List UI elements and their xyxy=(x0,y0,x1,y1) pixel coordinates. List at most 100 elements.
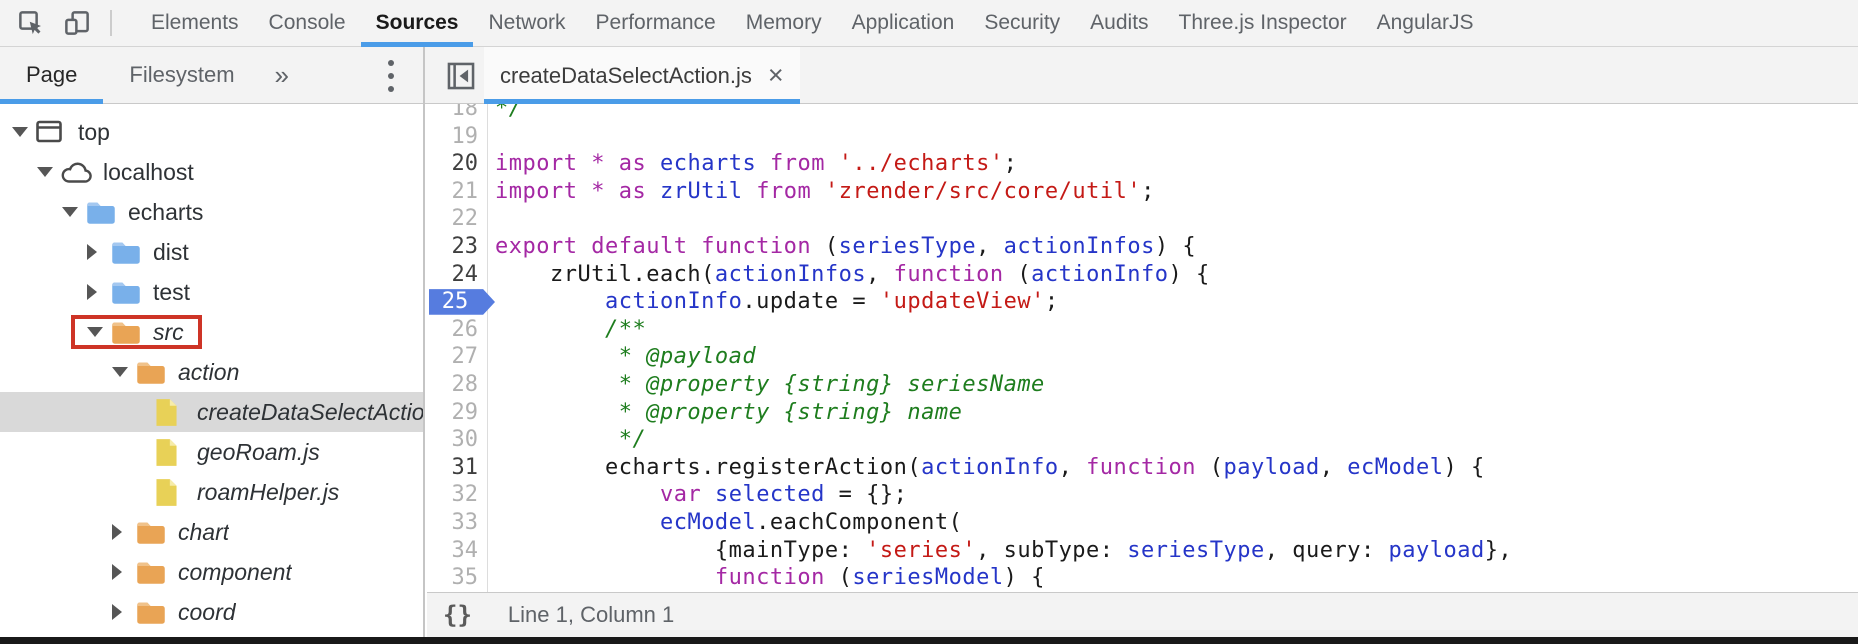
toolbar-tab-security[interactable]: Security xyxy=(984,11,1061,34)
editor-tab-label: createDataSelectAction.js xyxy=(500,62,752,88)
panel-subbar: Page Filesystem » createDataSelectAction… xyxy=(0,47,1858,104)
file-icon xyxy=(155,398,189,427)
pretty-print-button[interactable]: {} xyxy=(443,601,472,629)
code-line-24: zrUtil.each(actionInfos, function (actio… xyxy=(495,261,1210,287)
tree-item-createdataselectaction-js[interactable]: createDataSelectAction.js xyxy=(0,392,423,432)
line-number-33[interactable]: 33 xyxy=(451,509,479,535)
toolbar-tab-console[interactable]: Console xyxy=(268,11,346,34)
toolbar-tab-application[interactable]: Application xyxy=(851,11,955,34)
toolbar-tab-performance[interactable]: Performance xyxy=(595,11,716,34)
disclosure-down-icon[interactable] xyxy=(37,167,61,177)
line-number-29[interactable]: 29 xyxy=(451,399,479,425)
devtools-toolbar: Elements Console Sources Network Performance… xyxy=(0,0,1858,47)
tree-item-label: test xyxy=(153,278,191,305)
file-icon xyxy=(155,438,189,467)
line-number-18[interactable]: 18 xyxy=(451,104,479,121)
tree-item-top[interactable]: top xyxy=(0,112,423,152)
tab-page[interactable]: Page xyxy=(0,47,104,104)
disclosure-right-icon[interactable] xyxy=(112,564,136,580)
tree-item-test[interactable]: test xyxy=(0,272,423,312)
navigator-tabs: Page Filesystem » xyxy=(0,47,425,104)
line-number-25[interactable]: 25 xyxy=(427,288,495,316)
tab-filesystem[interactable]: Filesystem xyxy=(129,62,235,87)
line-number-23[interactable]: 23 xyxy=(451,233,479,259)
line-number-28[interactable]: 28 xyxy=(451,371,479,397)
disclosure-right-icon[interactable] xyxy=(112,524,136,540)
editor-statusbar: {} Line 1, Column 1 xyxy=(427,592,1858,637)
device-toolbar-icon[interactable] xyxy=(60,0,94,46)
line-number-32[interactable]: 32 xyxy=(451,482,479,508)
toolbar-tab-angularjs[interactable]: AngularJS xyxy=(1376,11,1474,34)
tree-item-label: chart xyxy=(178,518,230,545)
tree-item-label: echarts xyxy=(128,198,204,225)
kebab-menu-icon[interactable] xyxy=(387,60,395,92)
tree-item-label: createDataSelectAction.js xyxy=(197,398,425,425)
disclosure-down-icon[interactable] xyxy=(87,327,111,337)
folder-icon-blue xyxy=(111,280,145,305)
toolbar-tab-three-js-inspector[interactable]: Three.js Inspector xyxy=(1178,11,1347,34)
toolbar-tab-sources[interactable]: Sources xyxy=(360,0,474,47)
code-line-22 xyxy=(495,205,1858,233)
editor-tabbar: createDataSelectAction.js × xyxy=(427,47,1858,104)
tree-item-echarts[interactable]: echarts xyxy=(0,192,423,232)
tree-item-label: top xyxy=(78,118,110,145)
tree-item-component[interactable]: component xyxy=(0,552,423,592)
code-line-32: var selected = {}; xyxy=(659,482,908,508)
disclosure-down-icon[interactable] xyxy=(62,207,86,217)
close-icon[interactable]: × xyxy=(767,60,784,90)
more-tabs-chevron-icon[interactable]: » xyxy=(274,60,289,90)
tree-item-coord[interactable]: coord xyxy=(0,592,423,632)
folder-icon-orange xyxy=(111,320,145,345)
code-line-23: export default function (seriesType, act… xyxy=(495,233,1197,259)
code-line-35: function (seriesModel) { xyxy=(714,565,1045,591)
disclosure-right-icon[interactable] xyxy=(87,244,111,260)
tree-item-dist[interactable]: dist xyxy=(0,232,423,272)
disclosure-down-icon[interactable] xyxy=(12,127,36,137)
disclosure-right-icon[interactable] xyxy=(87,284,111,300)
toolbar-tab-memory[interactable]: Memory xyxy=(745,11,822,34)
tree-item-chart[interactable]: chart xyxy=(0,512,423,552)
code-line-26: /** xyxy=(495,316,647,342)
tree-item-label: action xyxy=(178,358,240,385)
code-line-30: */ xyxy=(495,427,647,453)
line-number-35[interactable]: 35 xyxy=(451,565,479,591)
tree-item-src[interactable]: src xyxy=(0,312,423,352)
file-tree: top localhost echarts dist test src action crea… xyxy=(0,104,423,632)
code-line-25: actionInfo.update = 'updateView'; xyxy=(604,289,1059,315)
toolbar-tab-network[interactable]: Network xyxy=(488,11,566,34)
tree-item-roamhelper-js[interactable]: roamHelper.js xyxy=(0,472,423,512)
tree-item-georoam-js[interactable]: geoRoam.js xyxy=(0,432,423,472)
line-number-26[interactable]: 26 xyxy=(451,316,479,342)
line-number-34[interactable]: 34 xyxy=(451,537,479,563)
line-number-19[interactable]: 19 xyxy=(451,123,479,149)
toolbar-tab-elements[interactable]: Elements xyxy=(151,11,239,34)
code-line-29: * @property {string} name xyxy=(495,399,963,425)
line-number-31[interactable]: 31 xyxy=(451,454,479,480)
tree-item-action[interactable]: action xyxy=(0,352,423,392)
line-number-30[interactable]: 30 xyxy=(451,427,479,453)
breakpoint-badge[interactable]: 25 xyxy=(429,289,495,315)
line-number-24[interactable]: 24 xyxy=(451,261,479,287)
code-line-21: import * as zrUtil from 'zrender/src/cor… xyxy=(495,178,1155,204)
code-column[interactable]: */import * as echarts from '../echarts';… xyxy=(488,104,1858,592)
line-number-22[interactable]: 22 xyxy=(451,206,479,232)
collapse-sidebar-icon[interactable] xyxy=(444,59,478,93)
line-number-27[interactable]: 27 xyxy=(451,344,479,370)
inspect-element-icon[interactable] xyxy=(14,0,48,46)
disclosure-down-icon[interactable] xyxy=(112,367,136,377)
code-line-31: echarts.registerAction(actionInfo, funct… xyxy=(495,454,1485,480)
folder-icon-orange xyxy=(136,560,170,585)
editor-tab-createDataSelectAction[interactable]: createDataSelectAction.js × xyxy=(484,47,800,104)
tree-item-label: coord xyxy=(178,598,236,625)
file-icon xyxy=(155,478,189,507)
toolbar-tab-audits[interactable]: Audits xyxy=(1090,11,1149,34)
line-number-21[interactable]: 21 xyxy=(451,178,479,204)
disclosure-right-icon[interactable] xyxy=(112,604,136,620)
line-number-20[interactable]: 20 xyxy=(451,151,479,177)
tree-item-localhost[interactable]: localhost xyxy=(0,152,423,192)
folder-icon-orange xyxy=(136,360,170,385)
tree-item-label: component xyxy=(178,558,292,585)
